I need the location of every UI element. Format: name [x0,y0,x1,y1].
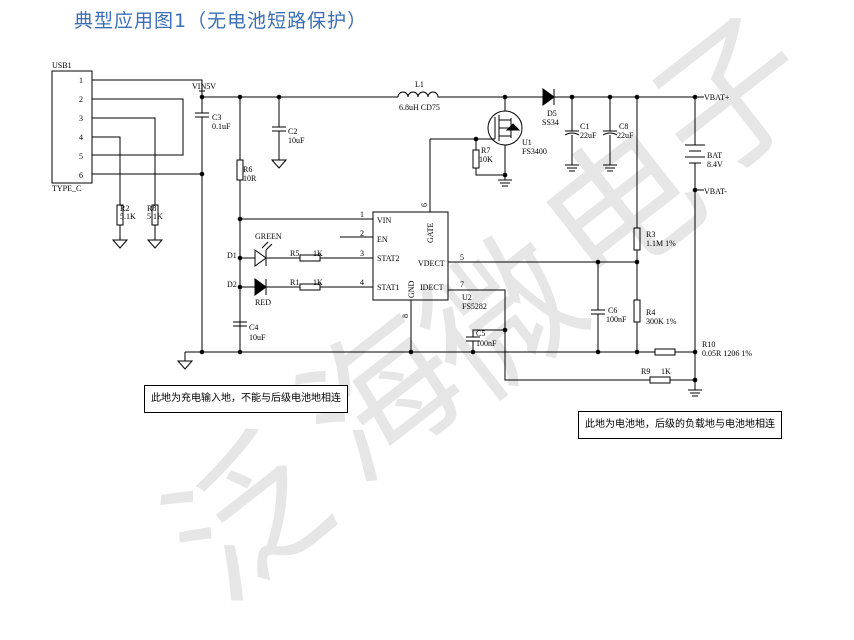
capacitors-output [564,97,618,172]
pin-en-number: 2 [360,229,364,238]
battery [685,97,705,355]
pin-stat2-number: 3 [360,249,364,258]
idect-net [448,289,702,397]
vbat-plus-label: VBAT+ [704,93,730,102]
vin5v-label: VIN5V [192,82,216,91]
r10-label: R10 [702,340,715,349]
r3-label: R3 [646,230,655,239]
c6-label: C6 [608,306,617,315]
note-battery-ground: 此地为电池地，后级的负载地与电池地相连 [578,411,782,439]
usb-connector: USB1 TYPE_C 1 2 3 4 5 6 [51,61,93,193]
c5-label: C5 [476,329,485,338]
diode-d5 [542,88,704,106]
pin-gnd: GND [407,280,416,298]
c8-label: C8 [619,122,628,131]
r6-label: R6 [243,165,252,174]
c1-label: C1 [580,122,589,131]
r10-value: 0.05R 1206 1% [702,349,752,358]
bat-label: BAT [707,151,722,160]
vin-rail [195,90,398,355]
c3-value: 0.1uF [212,122,231,131]
r9-label: R9 [641,367,650,376]
bat-voltage: 8.4V [707,160,723,169]
usb-type: TYPE_C [52,184,81,193]
pin-vin: VIN [377,216,391,225]
d2-label: D2 [227,280,237,289]
usb-pin: 2 [79,95,83,104]
inductor-l1 [397,91,545,100]
pin-vin-number: 1 [360,210,364,219]
usb-pin: 1 [79,76,83,85]
d5-value: SS34 [542,118,559,127]
vdect-net [448,259,637,355]
r6-value: 10R [243,174,257,183]
c2-label: C2 [288,127,297,136]
r7-value: 10K [479,155,493,164]
c5-value: 100nF [476,339,497,348]
ground-rail [176,300,695,370]
ic-u2 [372,211,449,301]
usb-wires [92,79,205,249]
u1-label: U1 [522,138,532,147]
c3-label: C3 [212,113,221,122]
c2-value: 10uF [288,136,305,145]
page-title: 典型应用图1（无电池短路保护） [74,10,368,32]
r5-label: R5 [290,249,299,258]
pin-stat2: STAT2 [377,254,399,263]
r4-label: R4 [646,308,655,317]
pin-stat1: STAT1 [377,283,399,292]
pin-idect: IDECT [420,283,444,292]
usb-pin: 4 [79,133,83,142]
green-label: GREEN [255,232,282,241]
usb-pin: 6 [79,171,83,180]
c4-value: 10uF [249,333,266,342]
pin-gnd-number: 8 [401,314,410,318]
r1-value: 1K [313,278,323,287]
r8-value: 5.1K [147,212,163,221]
pin-gate: GATE [426,222,435,243]
d1-label: D1 [227,251,237,260]
r8-label: R8 [147,204,156,213]
pin-vdect: VDECT [418,259,445,268]
r1-label: R1 [290,278,299,287]
c4-label: C4 [249,323,258,332]
r2-label: R2 [120,204,129,213]
pin-en: EN [377,235,388,244]
l1-label: L1 [415,80,424,89]
usb-name: USB1 [52,61,72,70]
pin-gate-number: 6 [420,203,429,207]
divider-r3-r4 [633,97,641,355]
r7-label: R7 [481,146,490,155]
led-indicators [233,218,373,327]
r9-value: 1K [661,367,671,376]
pin-stat1-number: 4 [360,278,364,287]
u1-value: FS3400 [522,147,547,156]
note-charge-ground: 此地为充电输入地，不能与后级电池地相连 [144,385,348,413]
r5-value: 1K [313,249,323,258]
c8-value: 22uF [617,131,634,140]
d5-label: D5 [547,109,557,118]
usb-pin: 3 [79,114,83,123]
mosfet-u1 [429,97,523,212]
red-label: RED [255,298,271,307]
schematic-diagram: USB1 TYPE_C 1 2 3 4 5 6 R2 5.1K R8 5.1K [51,61,752,397]
c1-value: 22uF [580,131,597,140]
pin-idect-number: 7 [460,280,464,289]
r4-value: 300K 1% [646,317,677,326]
pin-vdect-number: 5 [460,253,464,262]
u2-value: FS5282 [462,302,487,311]
r2-value: 5.1K [120,212,136,221]
r3-value: 1.1M 1% [646,239,676,248]
vbat-minus-label: VBAT- [704,187,727,196]
l1-value: 6.8uH CD75 [399,103,440,112]
c6-value: 100nF [606,315,627,324]
usb-pin: 5 [79,152,83,161]
u2-label: U2 [462,293,472,302]
